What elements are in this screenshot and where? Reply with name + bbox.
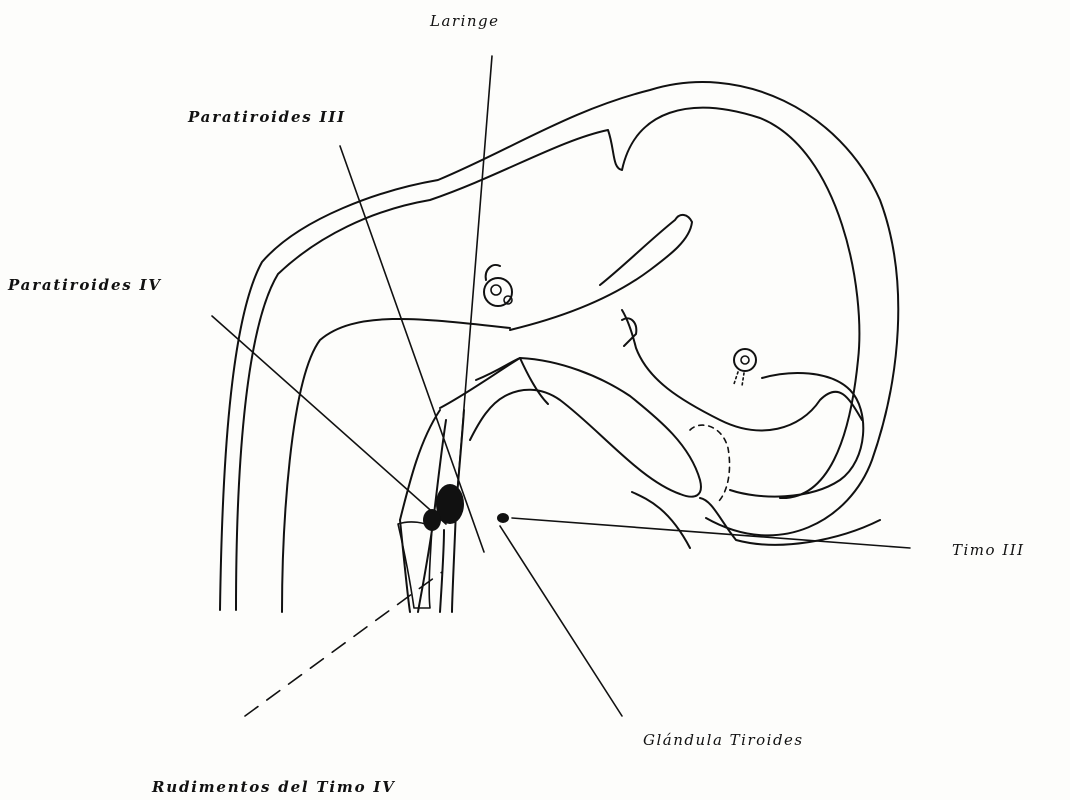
- embryo-outline: [220, 82, 898, 612]
- label-glandula-tiroides: Glándula Tiroides: [643, 731, 804, 749]
- label-paratiroides-iii: Paratiroides III: [187, 108, 346, 126]
- label-timo-iii: Timo III: [952, 541, 1025, 559]
- label-paratiroides-iv: Paratiroides IV: [7, 276, 162, 294]
- leader-paratiroides-iii: [340, 146, 484, 552]
- label-laringe: Laringe: [429, 12, 500, 30]
- leader-glandula-tiroides: [500, 526, 622, 716]
- label-rudimentos-timo-iv: Rudimentos del Timo IV: [151, 778, 396, 796]
- otic-vesicle-icon: [484, 265, 512, 306]
- leader-lines: [212, 56, 910, 716]
- eye-icon: [734, 349, 756, 386]
